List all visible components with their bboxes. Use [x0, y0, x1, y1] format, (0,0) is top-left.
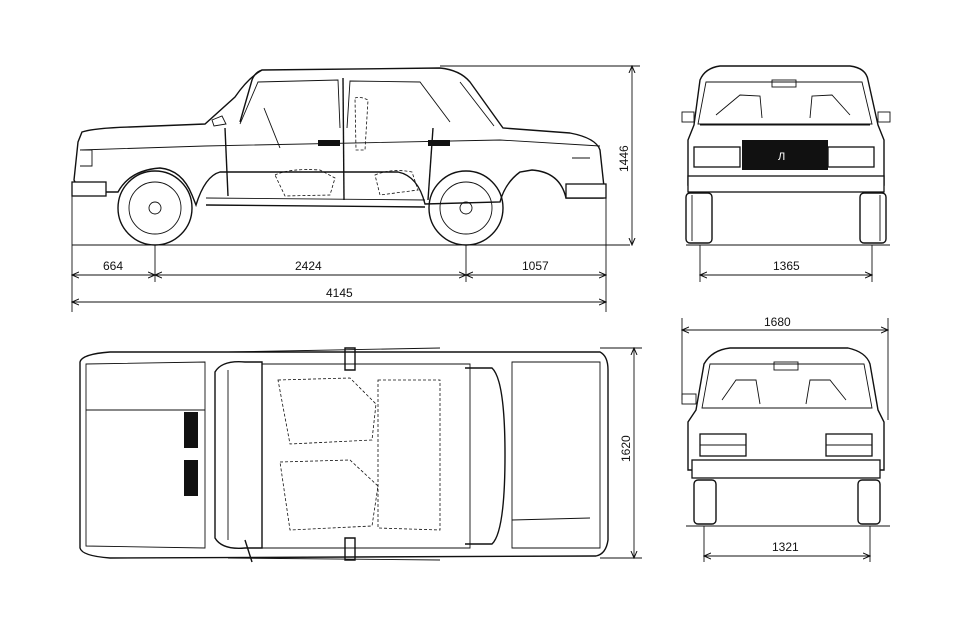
- side-view: [71, 67, 630, 246]
- front-view: Л: [681, 65, 891, 246]
- top-dimensions: 1620: [600, 348, 642, 558]
- dim-width: 1680: [764, 315, 791, 329]
- dim-rear-track: 1321: [772, 540, 799, 554]
- side-body-outline: [73, 67, 605, 208]
- front-dimensions: 1365: [700, 245, 872, 282]
- dim-body-width: 1620: [619, 435, 633, 462]
- side-dimensions: 664 2424 1057 4145 1446: [72, 66, 640, 312]
- front-wheel: [117, 170, 193, 246]
- dim-wheelbase: 2424: [295, 259, 322, 273]
- dim-overall-length: 4145: [326, 286, 353, 300]
- rear-wheel: [428, 170, 504, 246]
- dim-height: 1446: [617, 145, 631, 172]
- rear-dimensions: 1680 1321: [682, 315, 888, 562]
- dim-front-track: 1365: [773, 259, 800, 273]
- rear-view: [681, 347, 890, 527]
- dim-rear-overhang: 1057: [522, 259, 549, 273]
- grille-badge: Л: [778, 151, 785, 163]
- dim-front-overhang: 664: [103, 259, 123, 273]
- top-view: [79, 347, 609, 563]
